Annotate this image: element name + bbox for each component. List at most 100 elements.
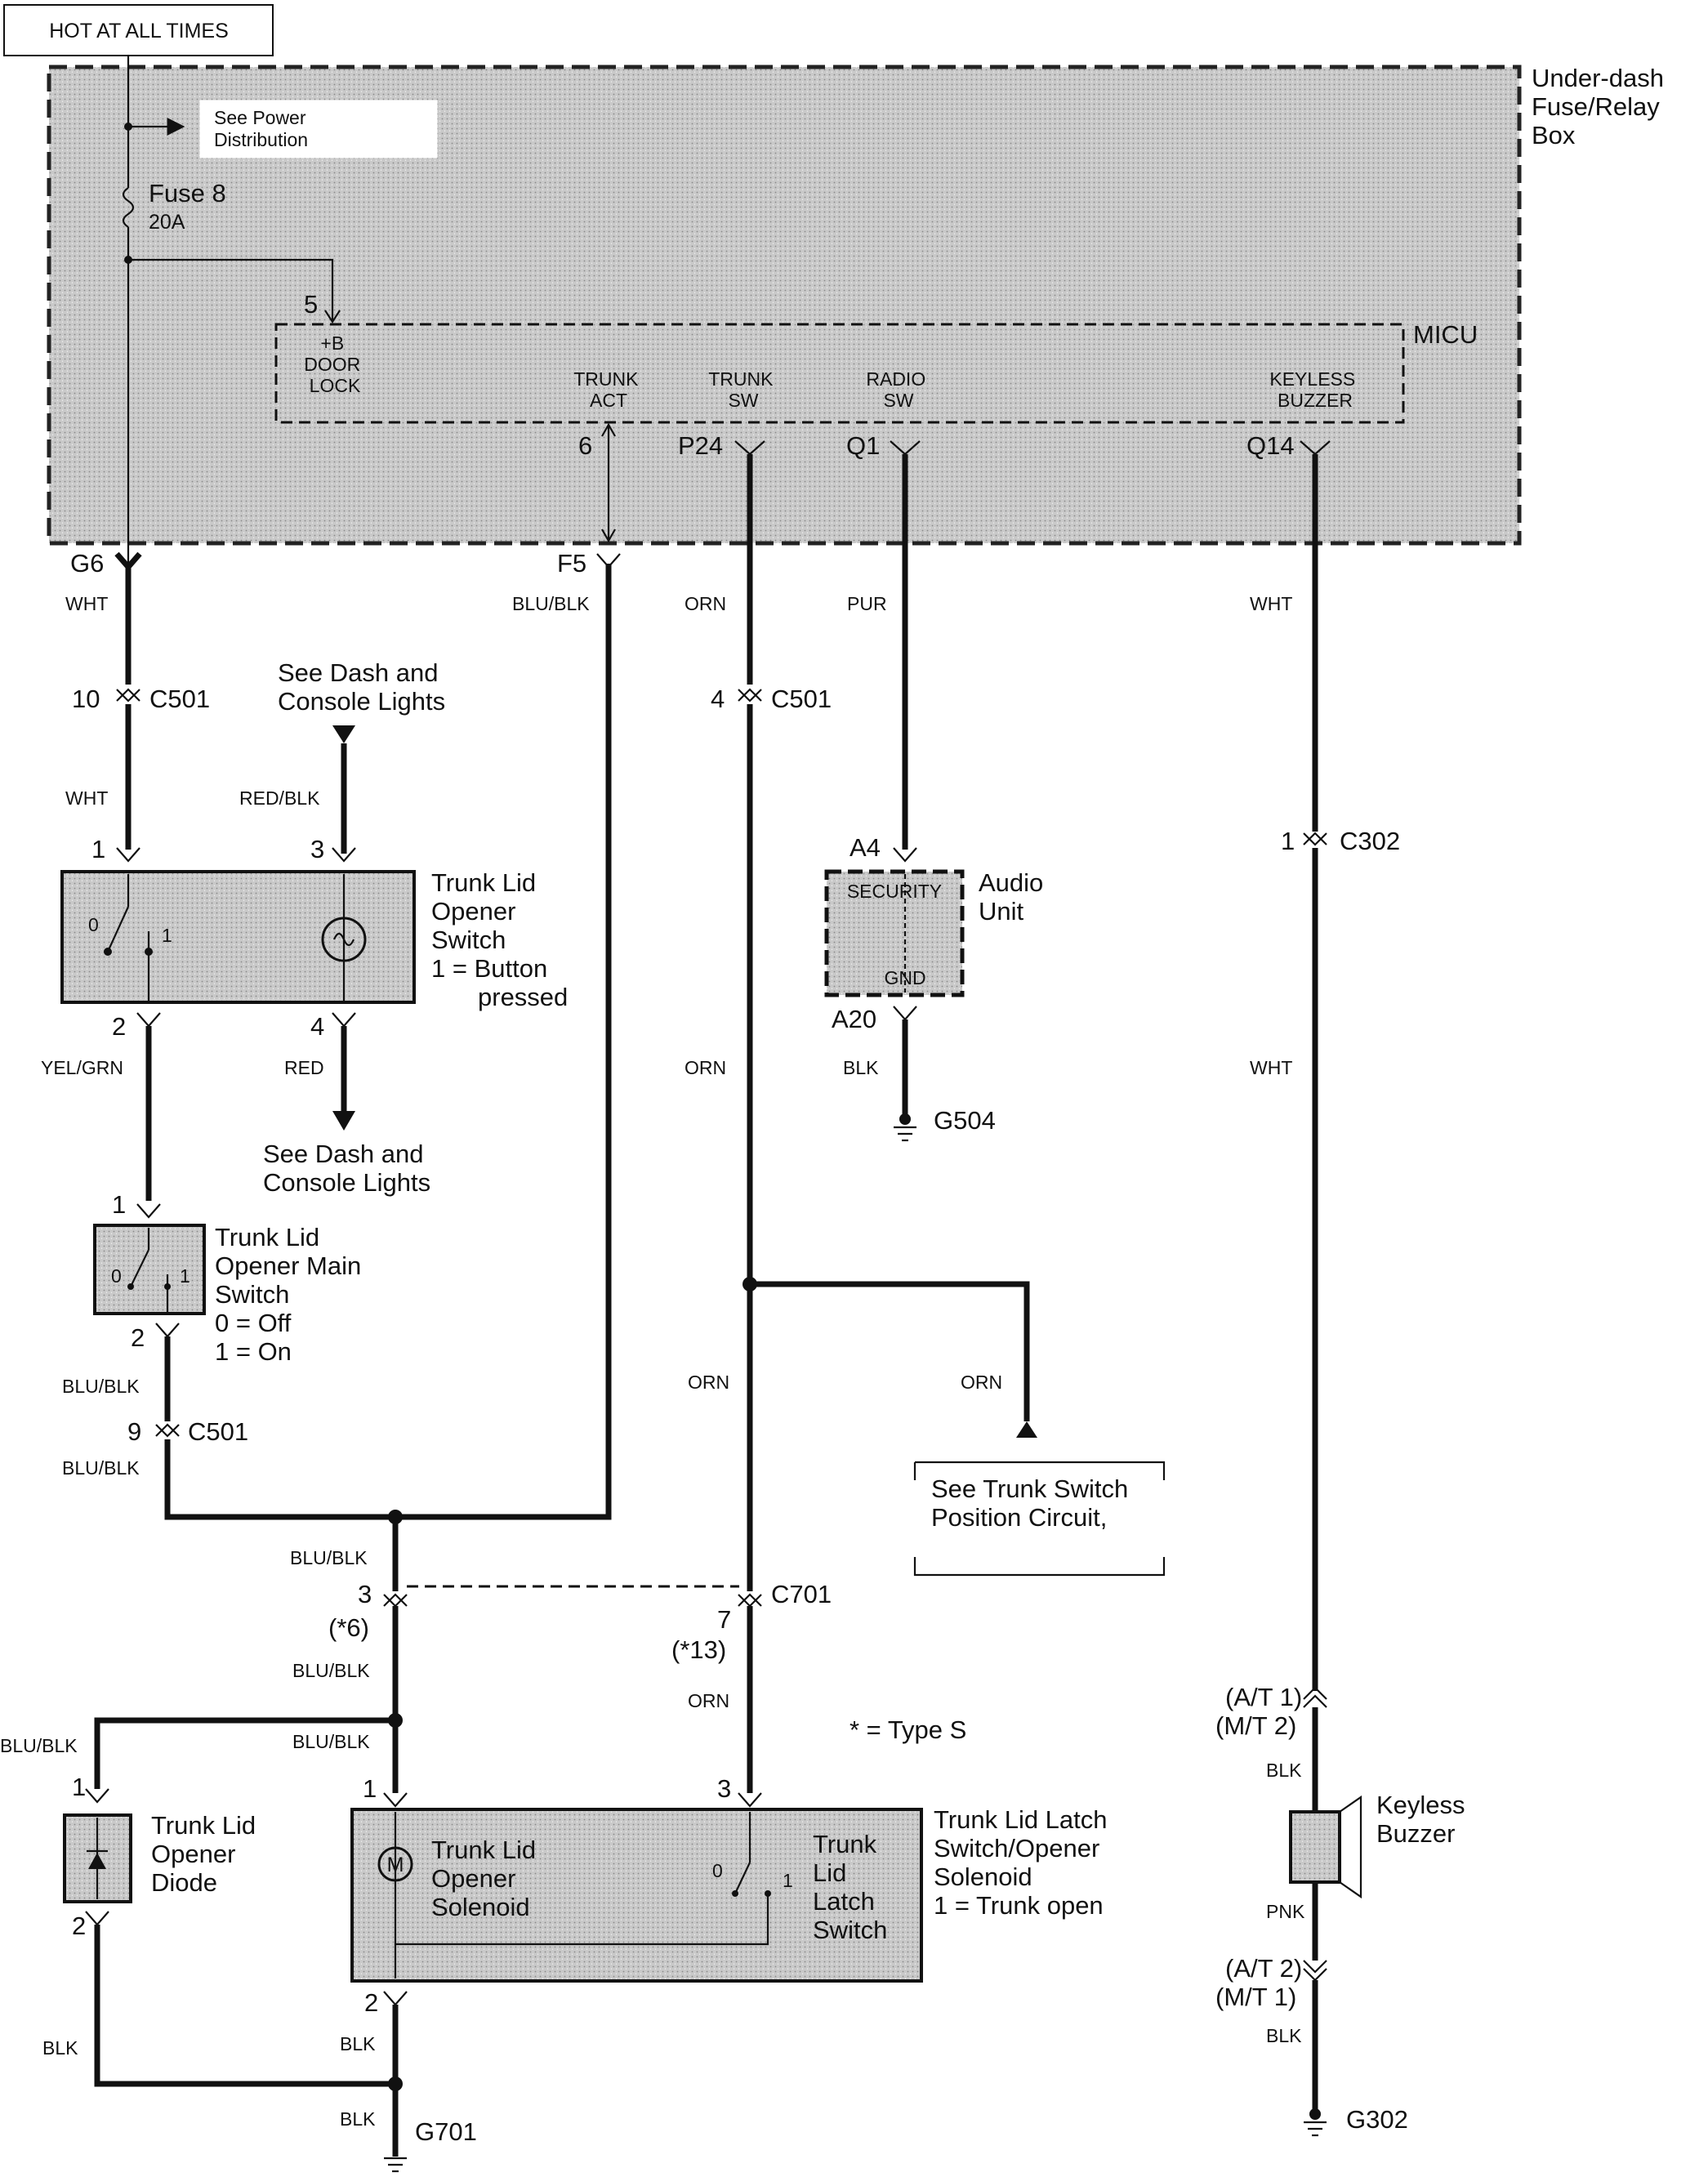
solenoid-pin-2: 2 bbox=[364, 1988, 378, 2017]
c501-pin-9: 9 bbox=[127, 1417, 141, 1446]
solenoid-pin-1: 1 bbox=[363, 1774, 377, 1803]
wire-color-blk-1: BLK bbox=[42, 2037, 78, 2059]
ground-g701-label: G701 bbox=[415, 2117, 477, 2146]
ground-g701: BLK BLK G701 bbox=[340, 2005, 477, 2173]
arrow-down-icon bbox=[332, 1111, 355, 1131]
audio-pin-a4: A4 bbox=[850, 833, 881, 862]
wire-color-blk-6: BLK bbox=[1266, 2025, 1302, 2046]
micu-pin-6: 6 bbox=[578, 431, 592, 460]
hot-at-all-times-box: HOT AT ALL TIMES bbox=[3, 4, 274, 56]
wire-color-blk-4: BLK bbox=[843, 1057, 879, 1078]
wire-color-red: RED bbox=[284, 1057, 324, 1078]
wire-color-blu-blk-1: BLU/BLK bbox=[62, 1376, 140, 1397]
ground-g302-label: G302 bbox=[1346, 2105, 1408, 2134]
wire-color-blk-3: BLK bbox=[340, 2108, 376, 2130]
micu-label: MICU bbox=[1413, 320, 1478, 349]
wire-color-wht-1: WHT bbox=[65, 593, 108, 614]
opener-switch-label: Trunk Lid Opener Switch 1 = Button press… bbox=[431, 868, 568, 1011]
ground-g504-label: G504 bbox=[934, 1106, 996, 1135]
motor-label: M bbox=[387, 1854, 404, 1876]
arrow-down-icon bbox=[332, 725, 355, 743]
c302-pin-1: 1 bbox=[1281, 827, 1295, 855]
opener-switch-pin-4: 4 bbox=[310, 1012, 324, 1041]
micu-terminal-trunk-act: TRUNK ACT bbox=[573, 368, 644, 411]
c701-pin-7: 7 bbox=[717, 1605, 731, 1634]
latch-assembly-label: Trunk Lid Latch Switch/Opener Solenoid 1… bbox=[934, 1805, 1114, 1920]
diode-pin-1: 1 bbox=[72, 1773, 86, 1801]
wire-color-wht-2: WHT bbox=[65, 787, 108, 809]
switch-contact-icon bbox=[130, 1249, 149, 1287]
trunk-lid-opener-main-switch: 1 0 1 Trunk Lid Opener Main Switch 0 = O… bbox=[93, 1190, 368, 1366]
pur-circuit: PUR A4 bbox=[847, 440, 921, 863]
opener-switch-pos0: 0 bbox=[88, 914, 99, 935]
latch-pos0: 0 bbox=[712, 1860, 723, 1881]
latch-pos1: 1 bbox=[783, 1870, 793, 1891]
pin-f5: F5 bbox=[557, 549, 586, 578]
latch-switch-label: Trunk Lid Latch Switch bbox=[813, 1830, 887, 1944]
motor-icon bbox=[377, 1846, 413, 1882]
diode-icon bbox=[88, 1853, 106, 1869]
wire-color-orn-2: ORN bbox=[685, 1057, 726, 1078]
connector-c501-9-icon bbox=[155, 1423, 180, 1438]
main-switch-pin-2: 2 bbox=[131, 1323, 145, 1352]
latch-pin-3: 3 bbox=[717, 1774, 731, 1803]
bulb-icon bbox=[321, 917, 367, 962]
blu-blk-circuit: BLU/BLK 9 C501 BLU/BLK F5 BLU/BLK BLU/BL… bbox=[0, 549, 739, 1808]
audio-security-label: SECURITY bbox=[847, 881, 942, 902]
wire-color-blu-blk-6: BLU/BLK bbox=[292, 1731, 370, 1752]
buzzer-conn-at2: (A/T 2) bbox=[1225, 1954, 1302, 1983]
trunk-lid-latch-assembly: M Trunk Lid Opener Solenoid 0 1 Trunk Li… bbox=[350, 1774, 1114, 2017]
main-switch-pos1: 1 bbox=[180, 1265, 190, 1287]
wire-color-orn-5: ORN bbox=[688, 1690, 729, 1711]
c701-note-3: (*6) bbox=[328, 1613, 369, 1642]
wire-color-blu-blk-4: BLU/BLK bbox=[290, 1547, 368, 1568]
c501-label-3: C501 bbox=[188, 1417, 248, 1446]
wire-color-blu-blk-7: BLU/BLK bbox=[0, 1735, 78, 1756]
opener-switch-outputs: 2 YEL/GRN 4 RED See Dash and Console Lig… bbox=[41, 1012, 430, 1201]
c302-label: C302 bbox=[1340, 827, 1400, 855]
trunk-switch-position-ref: See Trunk Switch Position Circuit, bbox=[913, 1461, 1166, 1577]
c701-pin-3: 3 bbox=[358, 1580, 372, 1608]
dash-lights-ref-top: See Dash and Console Lights bbox=[278, 658, 445, 716]
micu-box bbox=[274, 323, 1405, 424]
c501-label-2: C501 bbox=[771, 685, 832, 713]
trunk-switch-ref-label: See Trunk Switch Position Circuit, bbox=[931, 1474, 1135, 1532]
connector-c701-7-icon bbox=[738, 1593, 762, 1608]
audio-gnd-label: GND bbox=[884, 967, 925, 988]
c501-pin-4: 4 bbox=[711, 685, 725, 713]
wire-color-orn-4: ORN bbox=[961, 1372, 1002, 1393]
buzzer-conn-mt2: (M/T 2) bbox=[1215, 1711, 1296, 1740]
buzzer-label: Keyless Buzzer bbox=[1376, 1791, 1472, 1848]
connector-c501-4-icon bbox=[738, 688, 762, 703]
wire-color-blk-5: BLK bbox=[1266, 1760, 1302, 1781]
connector-c701-3-icon bbox=[383, 1593, 408, 1608]
orn-circuit: ORN 4 C501 ORN ORN ORN C701 7 (*13) ORN bbox=[671, 454, 1037, 1793]
buzzer-conn-mt1: (M/T 1) bbox=[1215, 1983, 1296, 2011]
connector-c302-icon bbox=[1303, 832, 1327, 846]
buzzer-icon bbox=[1289, 1810, 1341, 1884]
c701-note-7: (*13) bbox=[671, 1635, 726, 1664]
trunk-lid-opener-switch: 0 1 Trunk Lid Opener Switch 1 = Button p… bbox=[60, 868, 568, 1011]
wire-color-blu-blk-5: BLU/BLK bbox=[292, 1660, 370, 1681]
wire-color-orn-1: ORN bbox=[685, 593, 726, 614]
audio-unit: SECURITY GND Audio Unit A20 BLK G504 bbox=[824, 868, 1043, 1142]
ground-icon bbox=[894, 1126, 916, 1142]
connector-c501-10-icon bbox=[116, 688, 140, 703]
wire-color-blk-2: BLK bbox=[340, 2033, 376, 2054]
buzzer-conn-at1: (A/T 1) bbox=[1225, 1683, 1302, 1711]
pin-g6: G6 bbox=[70, 549, 104, 578]
ground-icon bbox=[384, 2157, 407, 2173]
trunk-lid-opener-diode: Trunk Lid Opener Diode 2 BLK bbox=[42, 1811, 395, 2087]
wire-color-pnk: PNK bbox=[1266, 1901, 1305, 1922]
switch-contact-icon bbox=[106, 906, 130, 952]
opener-switch-pin-1: 1 bbox=[91, 835, 105, 863]
audio-pin-a20: A20 bbox=[832, 1005, 876, 1033]
opener-switch-pin-2: 2 bbox=[112, 1012, 126, 1041]
c501-pin-10: 10 bbox=[72, 685, 100, 713]
opener-switch-pin-3: 3 bbox=[310, 835, 324, 863]
main-switch-label: Trunk Lid Opener Main Switch 0 = Off 1 =… bbox=[215, 1223, 368, 1366]
type-s-note: * = Type S bbox=[850, 1715, 966, 1744]
red-blk-circuit: See Dash and Console Lights RED/BLK 3 bbox=[239, 658, 445, 863]
under-dash-fuse-relay-box: Under-dash Fuse/Relay Box See Power Dist… bbox=[47, 56, 1664, 564]
